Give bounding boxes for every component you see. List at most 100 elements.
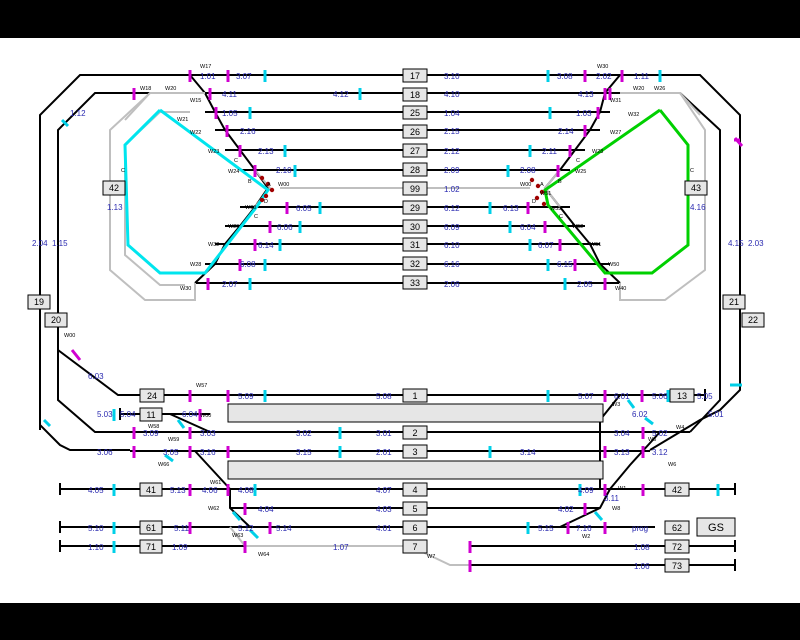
block-13[interactable]: 13	[669, 388, 695, 403]
block-22[interactable]: 22	[741, 312, 765, 328]
switch-label[interactable]: W64	[258, 552, 269, 558]
switch-label[interactable]: W32	[628, 112, 639, 118]
switch-label[interactable]: W18	[140, 86, 151, 92]
switch-label[interactable]: W21	[177, 117, 188, 123]
section-label: 5.11	[174, 524, 190, 533]
switch-label[interactable]: W63	[232, 533, 243, 539]
switch-label[interactable]: W1	[618, 486, 626, 492]
switch-label[interactable]: W5	[648, 437, 656, 443]
section-label: 4.09	[578, 486, 594, 495]
block-42-left[interactable]: 42	[102, 180, 126, 196]
switch-label[interactable]: W30	[180, 286, 191, 292]
switch-label[interactable]: W15	[190, 98, 201, 104]
junction-markers	[259, 175, 547, 207]
switch-label[interactable]: W58	[148, 424, 159, 430]
switch-label[interactable]: W3	[612, 402, 620, 408]
switch-label[interactable]: W4	[676, 425, 684, 431]
switch-label[interactable]: W28	[190, 262, 201, 268]
section-label: 6.07	[538, 241, 554, 250]
block-62[interactable]: 62	[664, 520, 690, 535]
switch-label[interactable]: W66	[158, 462, 169, 468]
switch-label[interactable]: W27	[610, 130, 621, 136]
block-5[interactable]: 5	[402, 501, 428, 516]
switch-label[interactable]: W30	[597, 64, 608, 70]
block-21[interactable]: 21	[722, 294, 746, 310]
section-label: 4.02	[558, 505, 574, 514]
switch-label[interactable]: W22	[190, 130, 201, 136]
svg-text:7: 7	[412, 542, 417, 552]
block-41[interactable]: 41	[139, 482, 163, 497]
block-18[interactable]: 18	[402, 87, 428, 102]
block-6[interactable]: 6	[402, 520, 428, 535]
block-26[interactable]: 26	[402, 124, 428, 139]
switch-label[interactable]: W7	[427, 554, 435, 560]
block-17[interactable]: 17	[402, 68, 428, 83]
block-33[interactable]: 33	[402, 275, 428, 290]
svg-text:72: 72	[672, 542, 682, 552]
block-3[interactable]: 3	[402, 444, 428, 459]
section-label: 1.04	[444, 109, 460, 118]
switch-label[interactable]: W25	[575, 169, 586, 175]
switch-label[interactable]: W62	[208, 506, 219, 512]
switch-label[interactable]: W31	[610, 98, 621, 104]
switch-label[interactable]: W20	[165, 86, 176, 92]
switch-label[interactable]: W50	[608, 262, 619, 268]
switch-label[interactable]: W00	[64, 333, 75, 339]
switch-label[interactable]: W00	[200, 413, 211, 419]
block-28[interactable]: 28	[402, 162, 428, 177]
section-label: 1.13	[107, 203, 123, 212]
switch-label[interactable]: W6	[668, 462, 676, 468]
section-label: 2.10	[276, 166, 292, 175]
section-label: 2.05	[577, 280, 593, 289]
block-1[interactable]: 1	[402, 388, 428, 403]
switch-label[interactable]: W51	[540, 191, 551, 197]
block-27[interactable]: 27	[402, 143, 428, 158]
switch-label[interactable]: W2	[582, 534, 590, 540]
switch-label[interactable]: W00	[520, 182, 531, 188]
switch-label[interactable]: W32	[208, 242, 219, 248]
block-71[interactable]: 71	[139, 539, 163, 554]
block-2[interactable]: 2	[402, 425, 428, 440]
switch-label[interactable]: W29	[228, 224, 239, 230]
block-61[interactable]: 61	[139, 520, 163, 535]
svg-text:28: 28	[410, 165, 420, 175]
block-42-right[interactable]: 42	[664, 482, 690, 497]
switch-label[interactable]: W40	[615, 286, 626, 292]
block-24[interactable]: 24	[139, 388, 165, 403]
block-4[interactable]: 4	[402, 482, 428, 497]
svg-text:6: 6	[412, 523, 417, 533]
switch-label[interactable]: W52	[572, 224, 583, 230]
svg-text:2: 2	[412, 428, 417, 438]
switch-label[interactable]: W61	[210, 480, 221, 486]
section-label: 5.14	[276, 524, 292, 533]
gs-button[interactable]: GS	[696, 517, 736, 537]
switch-label[interactable]: W00	[278, 182, 289, 188]
svg-text:71: 71	[146, 542, 156, 552]
switch-label[interactable]: W59	[168, 437, 179, 443]
switch-label[interactable]: W28	[592, 149, 603, 155]
block-20[interactable]: 20	[44, 312, 68, 328]
block-32[interactable]: 32	[402, 256, 428, 271]
switch-label[interactable]: W23	[208, 149, 219, 155]
block-25[interactable]: 25	[402, 105, 428, 120]
block-11[interactable]: 11	[139, 407, 163, 422]
switch-label[interactable]: W17	[200, 64, 211, 70]
block-73[interactable]: 73	[664, 558, 690, 573]
block-99[interactable]: 99	[402, 181, 428, 196]
switch-label[interactable]: W51	[590, 242, 601, 248]
switch-label[interactable]: W57	[196, 383, 207, 389]
switch-label[interactable]: W53	[550, 206, 561, 212]
block-30[interactable]: 30	[402, 219, 428, 234]
block-72[interactable]: 72	[664, 539, 690, 554]
switch-label[interactable]: W20	[633, 86, 644, 92]
block-31[interactable]: 31	[402, 237, 428, 252]
block-7[interactable]: 7	[402, 539, 428, 554]
block-43[interactable]: 43	[684, 180, 708, 196]
switch-label[interactable]: W8	[612, 506, 620, 512]
switch-label[interactable]: W24	[228, 169, 239, 175]
block-19[interactable]: 19	[27, 294, 51, 310]
switch-label[interactable]: W26	[654, 86, 665, 92]
block-29[interactable]: 29	[402, 200, 428, 215]
svg-text:3: 3	[412, 447, 417, 457]
switch-label[interactable]: W00	[245, 205, 256, 211]
